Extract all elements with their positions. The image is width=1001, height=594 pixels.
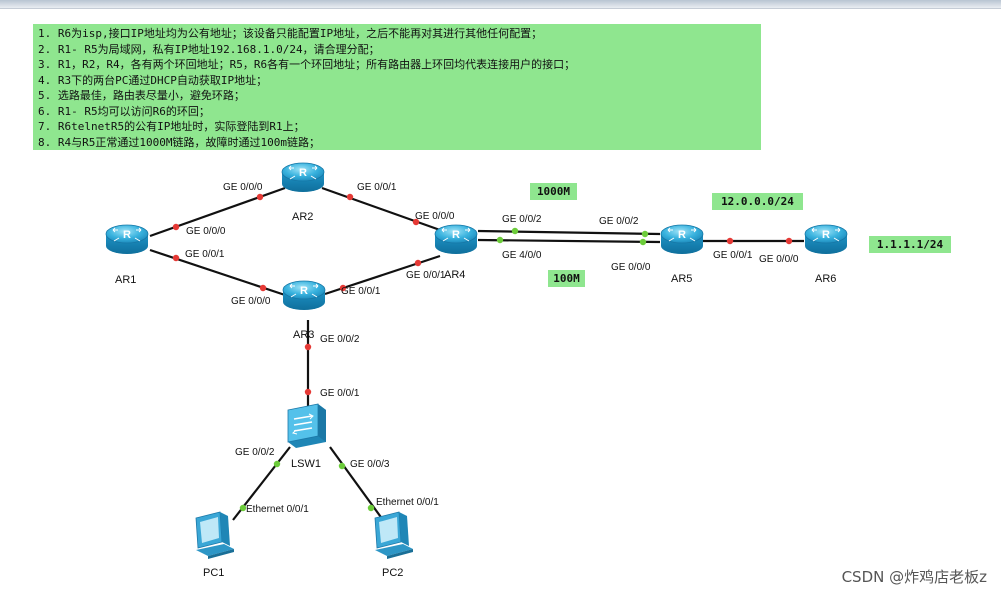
port-dot	[641, 230, 649, 238]
link-100m-tag: 100M	[548, 270, 585, 287]
requirement-line: 1. R6为isp,接口IP地址均为公有地址；该设备只能配置IP地址，之后不能再…	[38, 27, 543, 40]
router-icon	[804, 224, 848, 255]
requirement-line: 5. 选路最佳，路由表尽量小，避免环路；	[38, 89, 245, 102]
port-dot	[726, 237, 734, 245]
requirements-box: 1. R6为isp,接口IP地址均为公有地址；该设备只能配置IP地址，之后不能再…	[33, 24, 761, 150]
device-label-pc2: PC2	[382, 567, 403, 579]
r6-loopback-tag: 1.1.1.1/24	[869, 236, 951, 253]
router-icon	[105, 224, 149, 255]
port-label: GE 0/0/1	[357, 182, 397, 193]
port-dots	[172, 193, 793, 512]
watermark: CSDN @炸鸡店老板z	[841, 568, 987, 586]
port-dot	[172, 254, 180, 262]
port-label: GE 0/0/1	[713, 250, 753, 261]
device-label-ar5: AR5	[671, 273, 692, 285]
requirement-line: 6. R1- R5均可以访问R6的环回；	[38, 104, 210, 118]
requirement-line: 7. R6telnetR5的公有IP地址时，实际登陆到R1上；	[38, 120, 305, 133]
port-dot	[338, 462, 346, 470]
device-label-lsw1: LSW1	[291, 458, 321, 470]
requirement-line: 3. R1，R2，R4，各有两个环回地址；R5，R6各有一个环回地址；所有路由器…	[38, 58, 576, 71]
router-icon	[660, 224, 704, 255]
port-dot	[256, 193, 264, 201]
port-label: GE 4/0/0	[502, 250, 542, 261]
device-label-ar2: AR2	[292, 211, 313, 223]
port-label: GE 0/0/0	[759, 254, 799, 265]
switch-icon	[287, 403, 326, 448]
link-1000m-tag: 1000M	[530, 183, 577, 200]
port-dot	[785, 237, 793, 245]
port-label: GE 0/0/2	[502, 214, 542, 225]
port-label: GE 0/0/3	[350, 459, 390, 470]
link-ar4-ar5-1000m	[477, 229, 661, 236]
router-icon	[434, 224, 478, 255]
port-label: GE 0/0/1	[406, 270, 446, 281]
pc-icon	[374, 511, 414, 560]
port-dot	[367, 504, 375, 512]
public-net-tag: 12.0.0.0/24	[712, 193, 803, 210]
port-dot	[639, 238, 647, 246]
requirement-line: 8. R4与R5正常通过1000M链路，故障时通过100m链路；	[38, 135, 320, 149]
port-label: GE 0/0/0	[415, 211, 455, 222]
port-label: GE 0/0/2	[599, 216, 639, 227]
pc-icon	[195, 511, 235, 560]
port-label: GE 0/0/0	[611, 262, 651, 273]
router-icon	[282, 280, 326, 311]
requirement-line: 2. R1- R5为局域网，私有IP地址192.168.1.0/24，请合理分配…	[38, 42, 380, 56]
device-label-ar4: AR4	[444, 269, 465, 281]
port-dot	[412, 218, 420, 226]
device-label-ar1: AR1	[115, 274, 136, 286]
port-label: GE 0/0/1	[320, 388, 360, 399]
port-dot	[172, 223, 180, 231]
port-label: GE 0/0/0	[223, 182, 263, 193]
port-label: GE 0/0/0	[231, 296, 271, 307]
port-dot	[239, 504, 247, 512]
device-label-pc1: PC1	[203, 567, 224, 579]
window-top-bar	[0, 0, 1001, 9]
port-label: Ethernet 0/0/1	[376, 497, 439, 508]
port-dot	[259, 284, 267, 292]
link-ar2-ar4	[321, 186, 441, 232]
port-label: GE 0/0/2	[235, 447, 275, 458]
requirement-line: 4. R3下的两台PC通过DHCP自动获取IP地址；	[38, 73, 268, 87]
port-label: GE 0/0/0	[186, 226, 226, 237]
link-lsw1-pc2	[329, 446, 384, 521]
port-dot	[346, 193, 354, 201]
port-dot	[304, 343, 312, 351]
port-dot	[273, 460, 281, 468]
port-dot	[511, 227, 519, 235]
port-label: GE 0/0/1	[185, 249, 225, 260]
device-label-ar6: AR6	[815, 273, 836, 285]
device-label-ar3: AR3	[293, 329, 314, 341]
port-label: Ethernet 0/0/1	[246, 504, 309, 515]
port-dot	[339, 284, 347, 292]
port-dot	[496, 236, 504, 244]
port-label: GE 0/0/1	[341, 286, 381, 297]
link-ar4-ar5-100m	[477, 238, 661, 244]
router-icon	[281, 162, 325, 193]
port-dot	[304, 388, 312, 396]
port-label: GE 0/0/2	[320, 334, 360, 345]
port-dot	[414, 259, 422, 267]
